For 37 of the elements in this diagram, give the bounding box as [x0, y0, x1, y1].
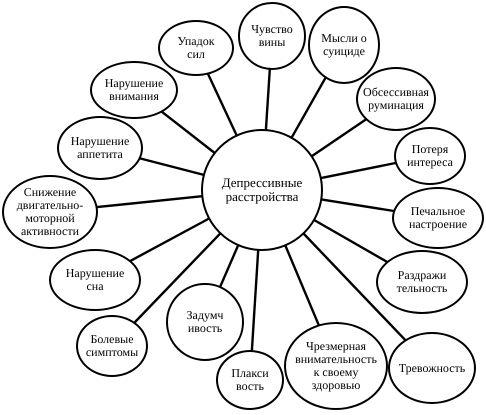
- node-label: Нарушение сна: [64, 267, 126, 293]
- node-label: Мысли о суициде: [320, 32, 368, 58]
- connector-line: [320, 162, 396, 180]
- connector-line: [96, 195, 202, 208]
- ellipse-node: [356, 67, 436, 131]
- node-label: Снижение двигательно-моторной активности: [16, 186, 84, 238]
- connector-line: [314, 218, 388, 263]
- connector-line: [219, 244, 240, 288]
- connector-line: [161, 110, 216, 154]
- node-label: Нарушение аппетита: [70, 135, 130, 161]
- connector-line: [321, 198, 394, 212]
- node-label: Нарушение внимания: [104, 77, 164, 103]
- node-label: Раздражительность: [396, 269, 448, 295]
- connector-line: [130, 217, 210, 262]
- connector-line: [302, 232, 406, 341]
- node-label: Чувство вины: [250, 23, 294, 49]
- node-label: Чрезмерная внимательность к своему здоровью: [294, 340, 378, 392]
- connector-line: [140, 157, 204, 176]
- node-label: Депрессивные расстройства: [220, 176, 304, 204]
- node-label: Задумчивость: [186, 309, 224, 335]
- ellipse-node: [166, 283, 244, 361]
- connector-line: [207, 74, 238, 136]
- node-label: Плаксивость: [230, 367, 270, 393]
- connector-line: [311, 118, 367, 158]
- node-label: Обсессивная руминация: [362, 86, 430, 112]
- node-label: Тревожность: [398, 362, 466, 374]
- node-label: Потеря интереса: [406, 143, 454, 169]
- connector-line: [264, 69, 271, 130]
- node-label: Упадок сил: [176, 35, 216, 61]
- node-label: Печальное настроение: [408, 205, 468, 231]
- ellipse-node: [376, 250, 468, 314]
- connector-line: [134, 232, 222, 324]
- node-label: Болевые симптомы: [84, 333, 140, 359]
- connector-line: [284, 244, 320, 326]
- connector-line: [290, 77, 327, 138]
- ellipse-node: [216, 350, 284, 410]
- connector-line: [250, 250, 260, 351]
